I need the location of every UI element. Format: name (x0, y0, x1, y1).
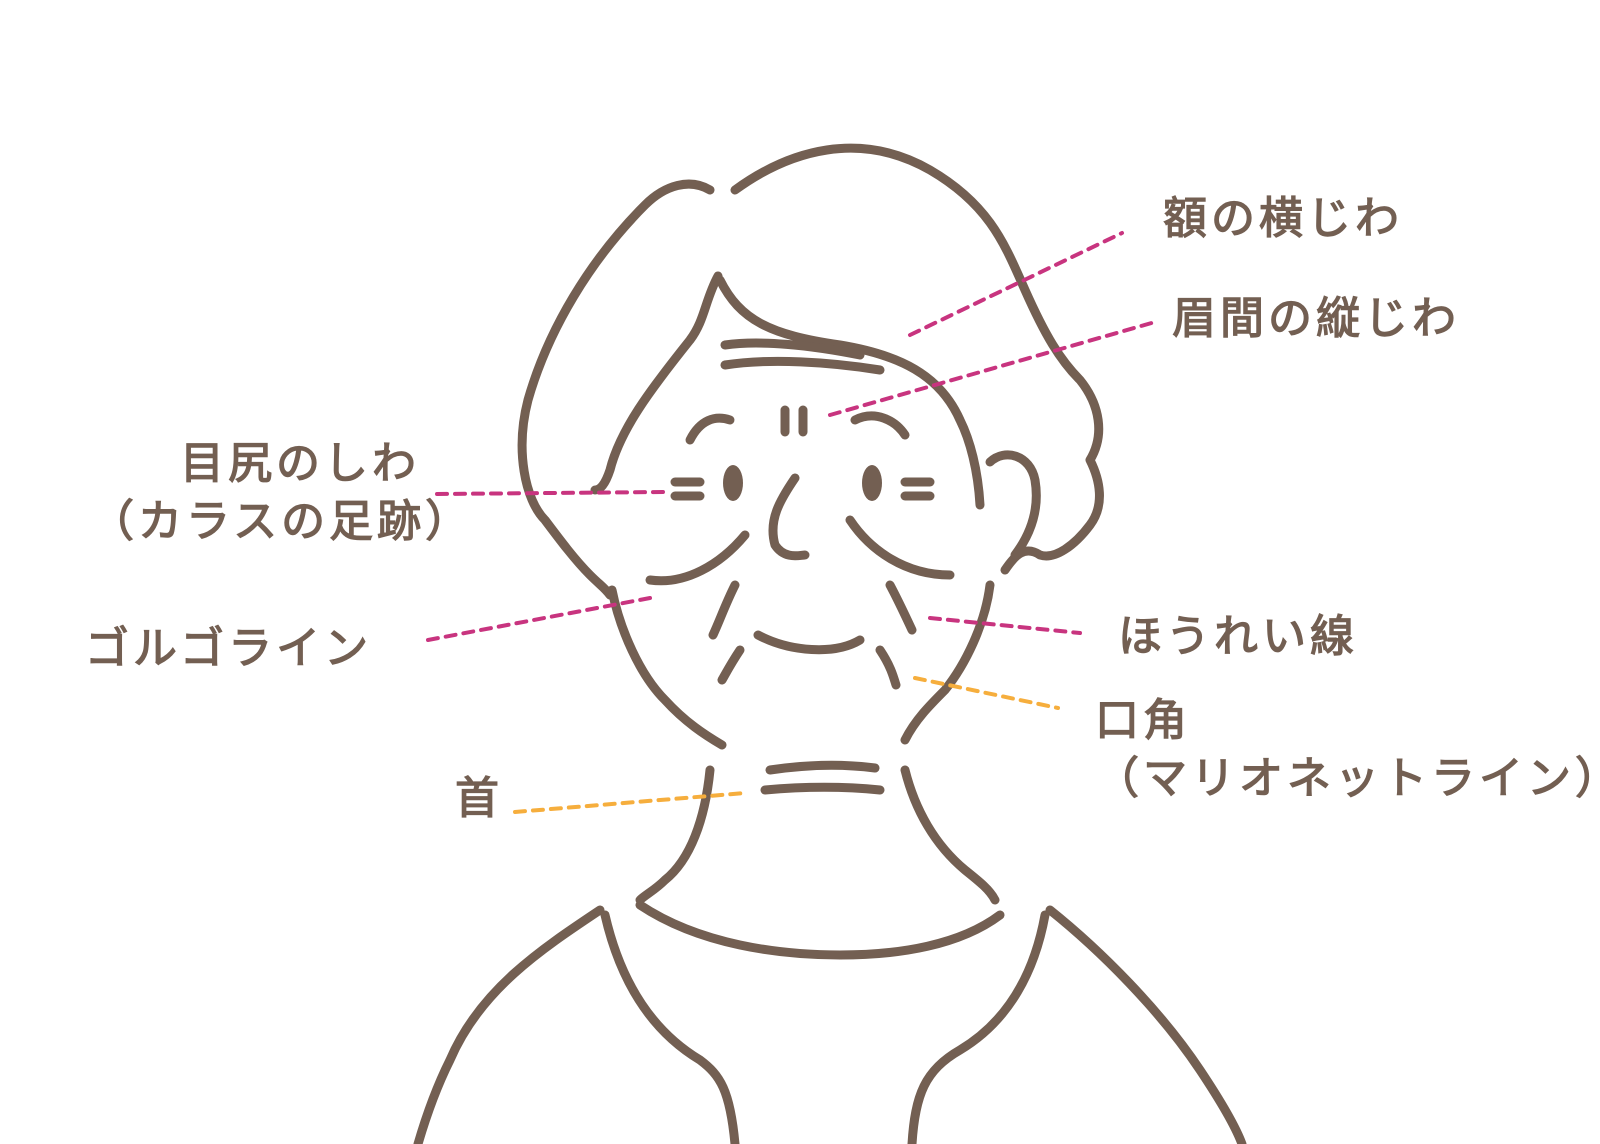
leader-golgo (426, 596, 652, 642)
label-glabella-wrinkles: 眉間の縦じわ (1172, 293, 1460, 344)
label-mouth-corner-line1: 口角 (1095, 695, 1191, 746)
left-eye (723, 465, 743, 501)
right-ear (985, 450, 1041, 560)
hair-bangs (715, 275, 985, 510)
left-eyebrow (685, 413, 735, 445)
leader-crows-feet (435, 490, 667, 496)
label-crows-feet-line1: 目尻のしわ (180, 438, 420, 489)
forehead-wrinkle-2 (720, 356, 885, 375)
right-eye (862, 465, 882, 501)
left-marionette-line (717, 645, 745, 685)
neck-wrinkle-2 (760, 782, 885, 795)
forehead-wrinkle-1 (720, 338, 865, 360)
right-shoulder (1045, 905, 1247, 1144)
left-lapel (600, 910, 740, 1144)
neck-right (900, 765, 1000, 905)
left-cheek-line (645, 530, 750, 586)
collar (635, 900, 1005, 960)
right-cheek-line (845, 515, 955, 580)
label-neck: 首 (455, 773, 503, 824)
mouth (753, 630, 865, 655)
hair-side-left (590, 271, 723, 495)
label-golgo-line: ゴルゴライン (85, 623, 373, 674)
right-nasolabial-fold (885, 580, 917, 635)
right-lapel (907, 910, 1050, 1144)
label-forehead-wrinkles: 額の横じわ (1163, 193, 1403, 244)
left-shoulder (413, 905, 605, 1144)
hair-outline (517, 179, 715, 600)
leader-forehead (908, 231, 1124, 337)
right-eyebrow (850, 411, 910, 440)
neck-wrinkle-1 (765, 760, 880, 775)
label-mouth-corner: 口角 （マリオネットライン） (1095, 692, 1600, 808)
face-right-contour (900, 580, 995, 745)
hair-outline-right (730, 143, 1104, 575)
label-mouth-corner-line2: （マリオネットライン） (1095, 753, 1600, 804)
nose (768, 473, 810, 561)
face-left-contour (607, 585, 727, 750)
leader-mouth-corner (913, 676, 1060, 710)
label-nasolabial-fold: ほうれい線 (1118, 611, 1358, 662)
label-crows-feet-line2: （カラスの足跡） (90, 496, 474, 547)
right-marionette-line (875, 645, 901, 690)
neck-left (635, 765, 715, 905)
left-nasolabial-fold (708, 580, 740, 640)
label-crows-feet: 目尻のしわ （カラスの足跡） (90, 435, 474, 551)
leader-glabella (828, 320, 1157, 417)
leader-nasolabial (928, 616, 1082, 635)
leader-neck (513, 791, 747, 814)
